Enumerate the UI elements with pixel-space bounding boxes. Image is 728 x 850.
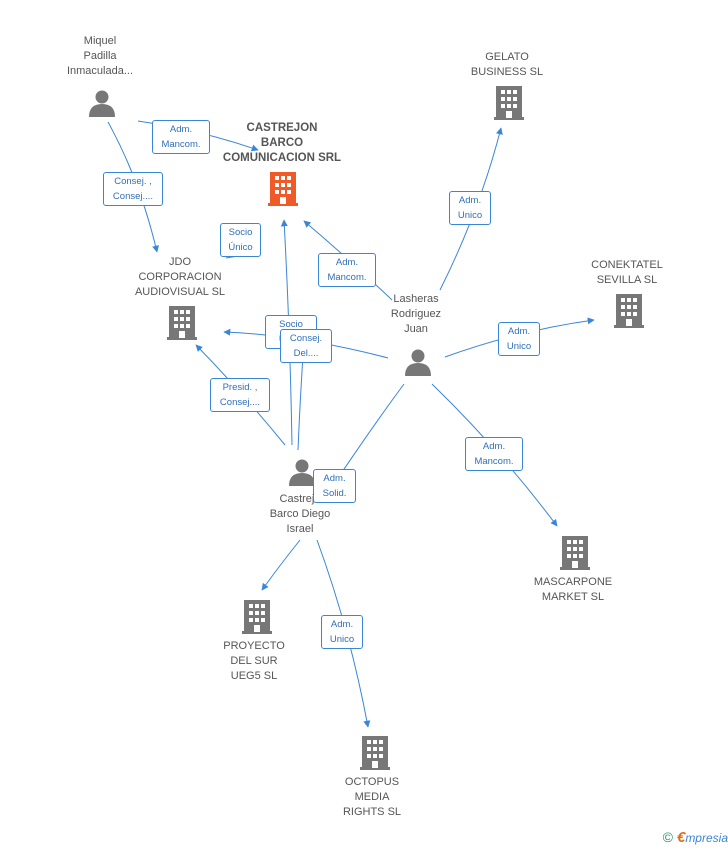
footer-brand: ©€mpresia [663, 829, 728, 846]
edge-label-diego-solid[interactable]: Adm. Solid. [313, 469, 356, 503]
node-label-gelato: GELATO BUSINESS SL [470, 51, 544, 78]
edge-label-lasheras-castrejon[interactable]: Adm. Mancom. [318, 253, 376, 287]
node-label-castrejon-barco: CASTREJON BARCO COMUNICACION SRL [222, 122, 342, 164]
brand-name: mpresia [685, 831, 728, 845]
person-icon [89, 90, 115, 117]
node-label-conektatel: CONEKTATEL SEVILLA SL [591, 259, 663, 286]
node-label-miquel: Miquel Padilla Inmaculada... [66, 35, 134, 77]
edge-label-miquel-castrejon[interactable]: Adm. Mancom. [152, 120, 210, 154]
building-icon [268, 172, 298, 206]
node-label-mascarpone: MASCARPONE MARKET SL [533, 576, 613, 603]
edge-label-diego-octopus[interactable]: Adm. Unico [321, 615, 363, 649]
node-label-jdo: JDO CORPORACION AUDIOVISUAL SL [134, 256, 226, 298]
edge-label-socio-unico-1[interactable]: Socio Único [220, 223, 261, 257]
building-icon [360, 736, 390, 770]
person-icon [289, 459, 315, 486]
building-icon [242, 600, 272, 634]
edge-label-diego-jdo[interactable]: Presid. , Consej.... [210, 378, 270, 412]
edge-label-consej-del[interactable]: Consej. Del.... [280, 329, 332, 363]
edge-label-miquel-jdo[interactable]: Consej. , Consej.... [103, 172, 163, 206]
person-icon [405, 349, 431, 376]
copyright-icon: © [662, 829, 673, 845]
edge-label-lasheras-mascarpone[interactable]: Adm. Mancom. [465, 437, 523, 471]
building-icon [494, 86, 524, 120]
node-label-castrejon-diego: Castrejo Barco Diego Israel [269, 493, 331, 535]
brand-initial: € [676, 829, 686, 846]
node-label-lasheras: Lasheras Rodriguez Juan [390, 293, 442, 335]
node-label-proyecto: PROYECTO DEL SUR UEG5 SL [223, 640, 285, 682]
edge-label-lasheras-conektatel[interactable]: Adm. Unico [498, 322, 540, 356]
building-icon [560, 536, 590, 570]
edge-diego-proyecto [261, 539, 301, 591]
node-label-octopus: OCTOPUS MEDIA RIGHTS SL [342, 776, 402, 818]
building-icon [614, 294, 644, 328]
edge-label-lasheras-gelato[interactable]: Adm. Unico [449, 191, 491, 225]
building-icon [167, 306, 197, 340]
